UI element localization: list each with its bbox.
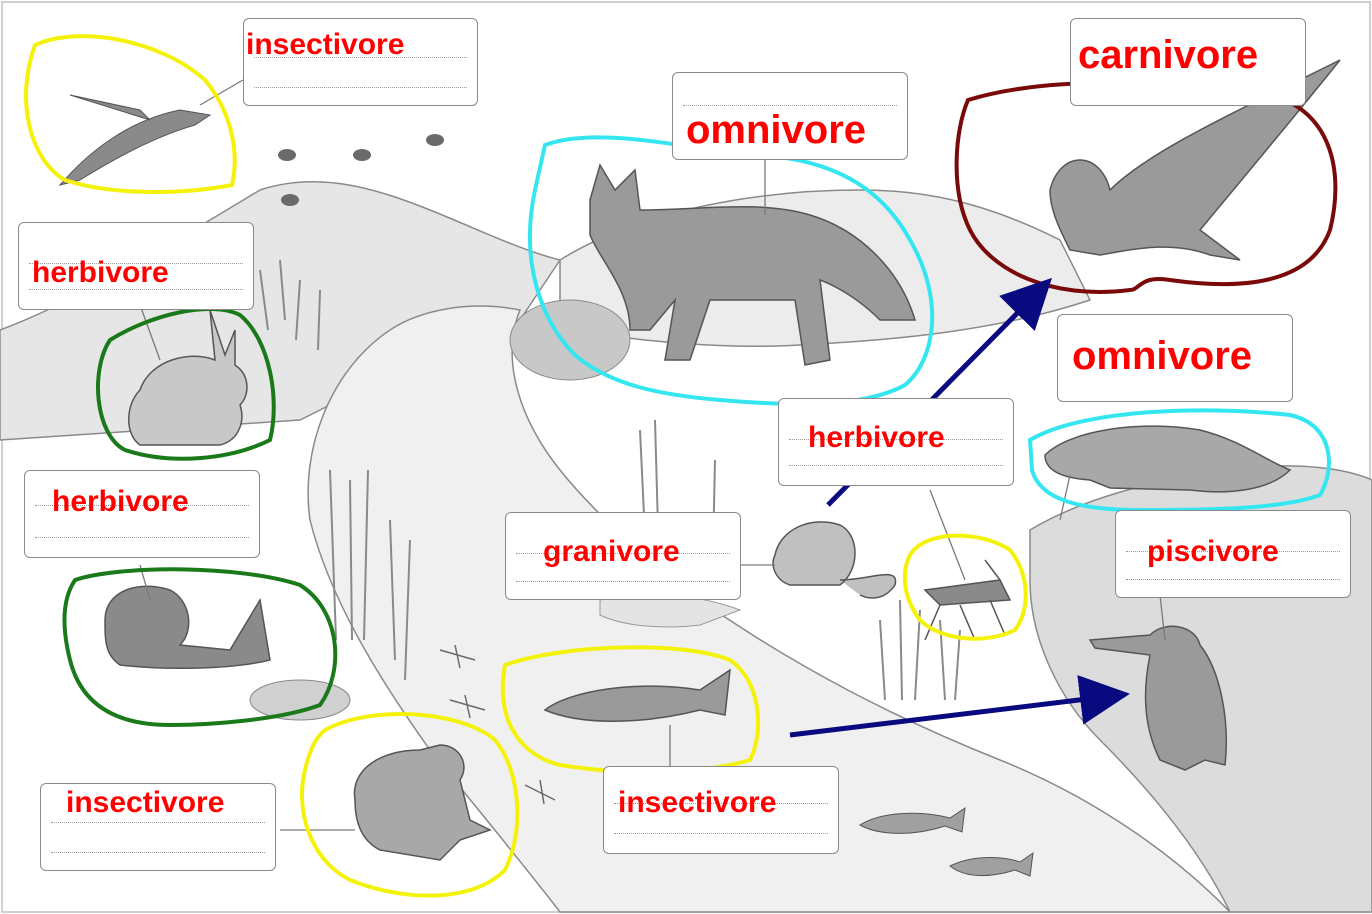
label-swallow: insectivore: [246, 30, 404, 60]
label-snail: herbivore: [52, 487, 189, 517]
label-fish: insectivore: [618, 788, 776, 818]
label-eagle: carnivore: [1078, 35, 1258, 75]
label-mouse: granivore: [543, 537, 680, 567]
label-fox: omnivore: [686, 110, 866, 150]
label-grasshopper: herbivore: [808, 423, 945, 453]
label-weasel: omnivore: [1072, 336, 1252, 376]
label-frog: insectivore: [66, 788, 224, 818]
label-kingfisher: piscivore: [1147, 537, 1279, 567]
label-rabbit: herbivore: [32, 258, 169, 288]
bush-snail: [250, 680, 350, 720]
bush-center: [510, 300, 630, 380]
